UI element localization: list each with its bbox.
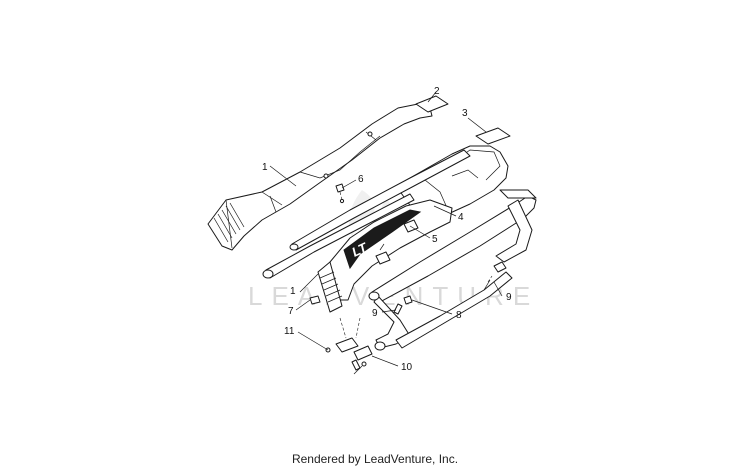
callout-9-right: 9 bbox=[506, 292, 512, 303]
callout-1-upper: 1 bbox=[262, 162, 268, 173]
bolt-9-right[interactable] bbox=[483, 261, 507, 291]
footer-credit: Rendered by LeadVenture, Inc. bbox=[291, 452, 459, 466]
pad-upper[interactable] bbox=[415, 95, 449, 113]
left-tube-rail[interactable] bbox=[262, 193, 415, 279]
callout-3: 3 bbox=[462, 108, 468, 119]
callout-11: 11 bbox=[284, 326, 295, 337]
pad-lower[interactable] bbox=[475, 127, 511, 145]
grip-rail[interactable] bbox=[289, 149, 471, 251]
callout-5: 5 bbox=[432, 234, 438, 245]
callout-9-left: 9 bbox=[372, 308, 378, 319]
left-side-panel[interactable] bbox=[207, 103, 433, 251]
front-side-panel[interactable] bbox=[317, 199, 453, 313]
callout-6: 6 bbox=[358, 174, 364, 185]
callout-7: 7 bbox=[288, 306, 294, 317]
callout-8: 8 bbox=[456, 310, 462, 321]
clip-7[interactable] bbox=[309, 295, 321, 305]
callout-4: 4 bbox=[458, 212, 464, 223]
lt-decal: LT bbox=[343, 209, 422, 270]
rear-tube-frame[interactable] bbox=[368, 189, 537, 351]
mount-bracket[interactable] bbox=[325, 317, 373, 375]
callout-1-lower: 1 bbox=[290, 286, 296, 297]
leader-lines bbox=[269, 91, 503, 367]
bolt-9-left[interactable] bbox=[393, 295, 413, 315]
decal-text: LT bbox=[349, 239, 370, 259]
callout-10: 10 bbox=[401, 362, 413, 373]
bolt-6[interactable] bbox=[335, 183, 345, 204]
callout-2: 2 bbox=[434, 86, 440, 97]
